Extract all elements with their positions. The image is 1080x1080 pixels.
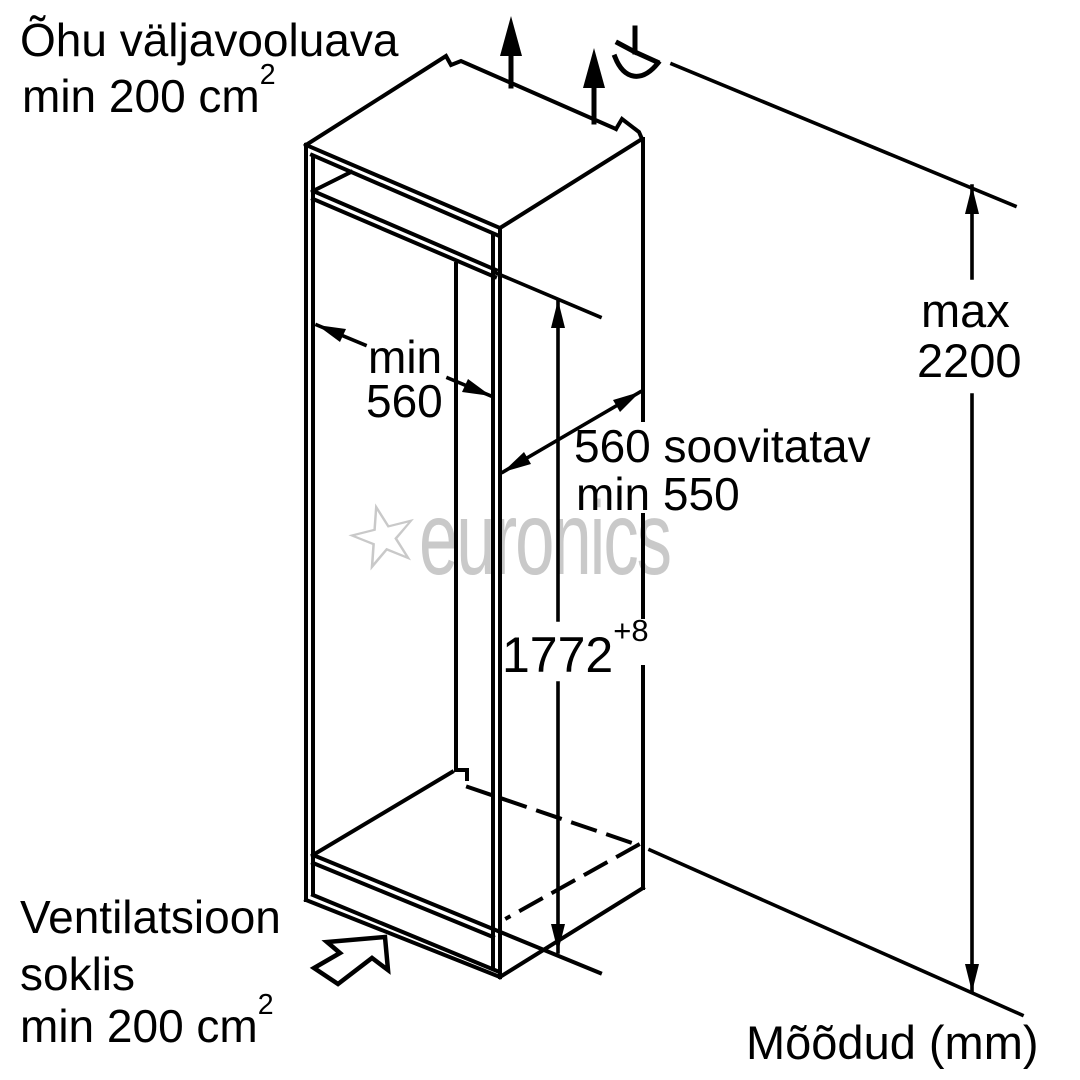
watermark-text: euronics: [418, 481, 672, 597]
depth-label-line2: min 550: [576, 468, 740, 520]
cabinet-frame: [304, 137, 646, 980]
euronics-watermark: ☆ euronics: [333, 478, 788, 597]
ventilation-area-value: min 200 cm: [20, 1000, 258, 1052]
hidden-edges: [465, 784, 641, 921]
max-height-label-line2: 2200: [917, 334, 1022, 387]
max-height-label-line1: max: [921, 284, 1010, 337]
arrowheads: [317, 16, 979, 992]
ventilation-label-line2: soklis: [20, 948, 136, 1000]
ventilation-label-line1: Ventilatsioon: [20, 891, 281, 943]
ventilation-area-sup: 2: [257, 988, 274, 1021]
niche-height-value: 1772: [502, 627, 614, 683]
niche-top-rail: [310, 169, 499, 280]
air-outlet-label-line1: Õhu väljavooluava: [20, 14, 399, 66]
inner-width-label-line2: 560: [366, 375, 443, 427]
units-label: Mõõdud (mm): [746, 1016, 1039, 1069]
niche-interior: [303, 262, 603, 980]
inner-width-label-line1: min: [368, 331, 443, 383]
air-outlet-area-sup: 2: [259, 58, 276, 91]
ventilation-label-line3: min 200 cm2: [20, 989, 274, 1053]
airflow-up-arrow-icon: [508, 51, 597, 125]
air-outlet-area-value: min 200 cm: [22, 70, 260, 122]
air-outlet-label-line2: min 200 cm2: [22, 59, 276, 123]
niche-height-label: 1772+8: [502, 613, 649, 684]
airflow-deflector-icon: [611, 25, 662, 79]
niche-height-tolerance: +8: [613, 613, 649, 649]
extension-lines: [493, 61, 1025, 1018]
depth-label-line1: 560 soovitatav: [574, 420, 871, 472]
plinth-airflow-arrow-icon: [309, 934, 391, 987]
